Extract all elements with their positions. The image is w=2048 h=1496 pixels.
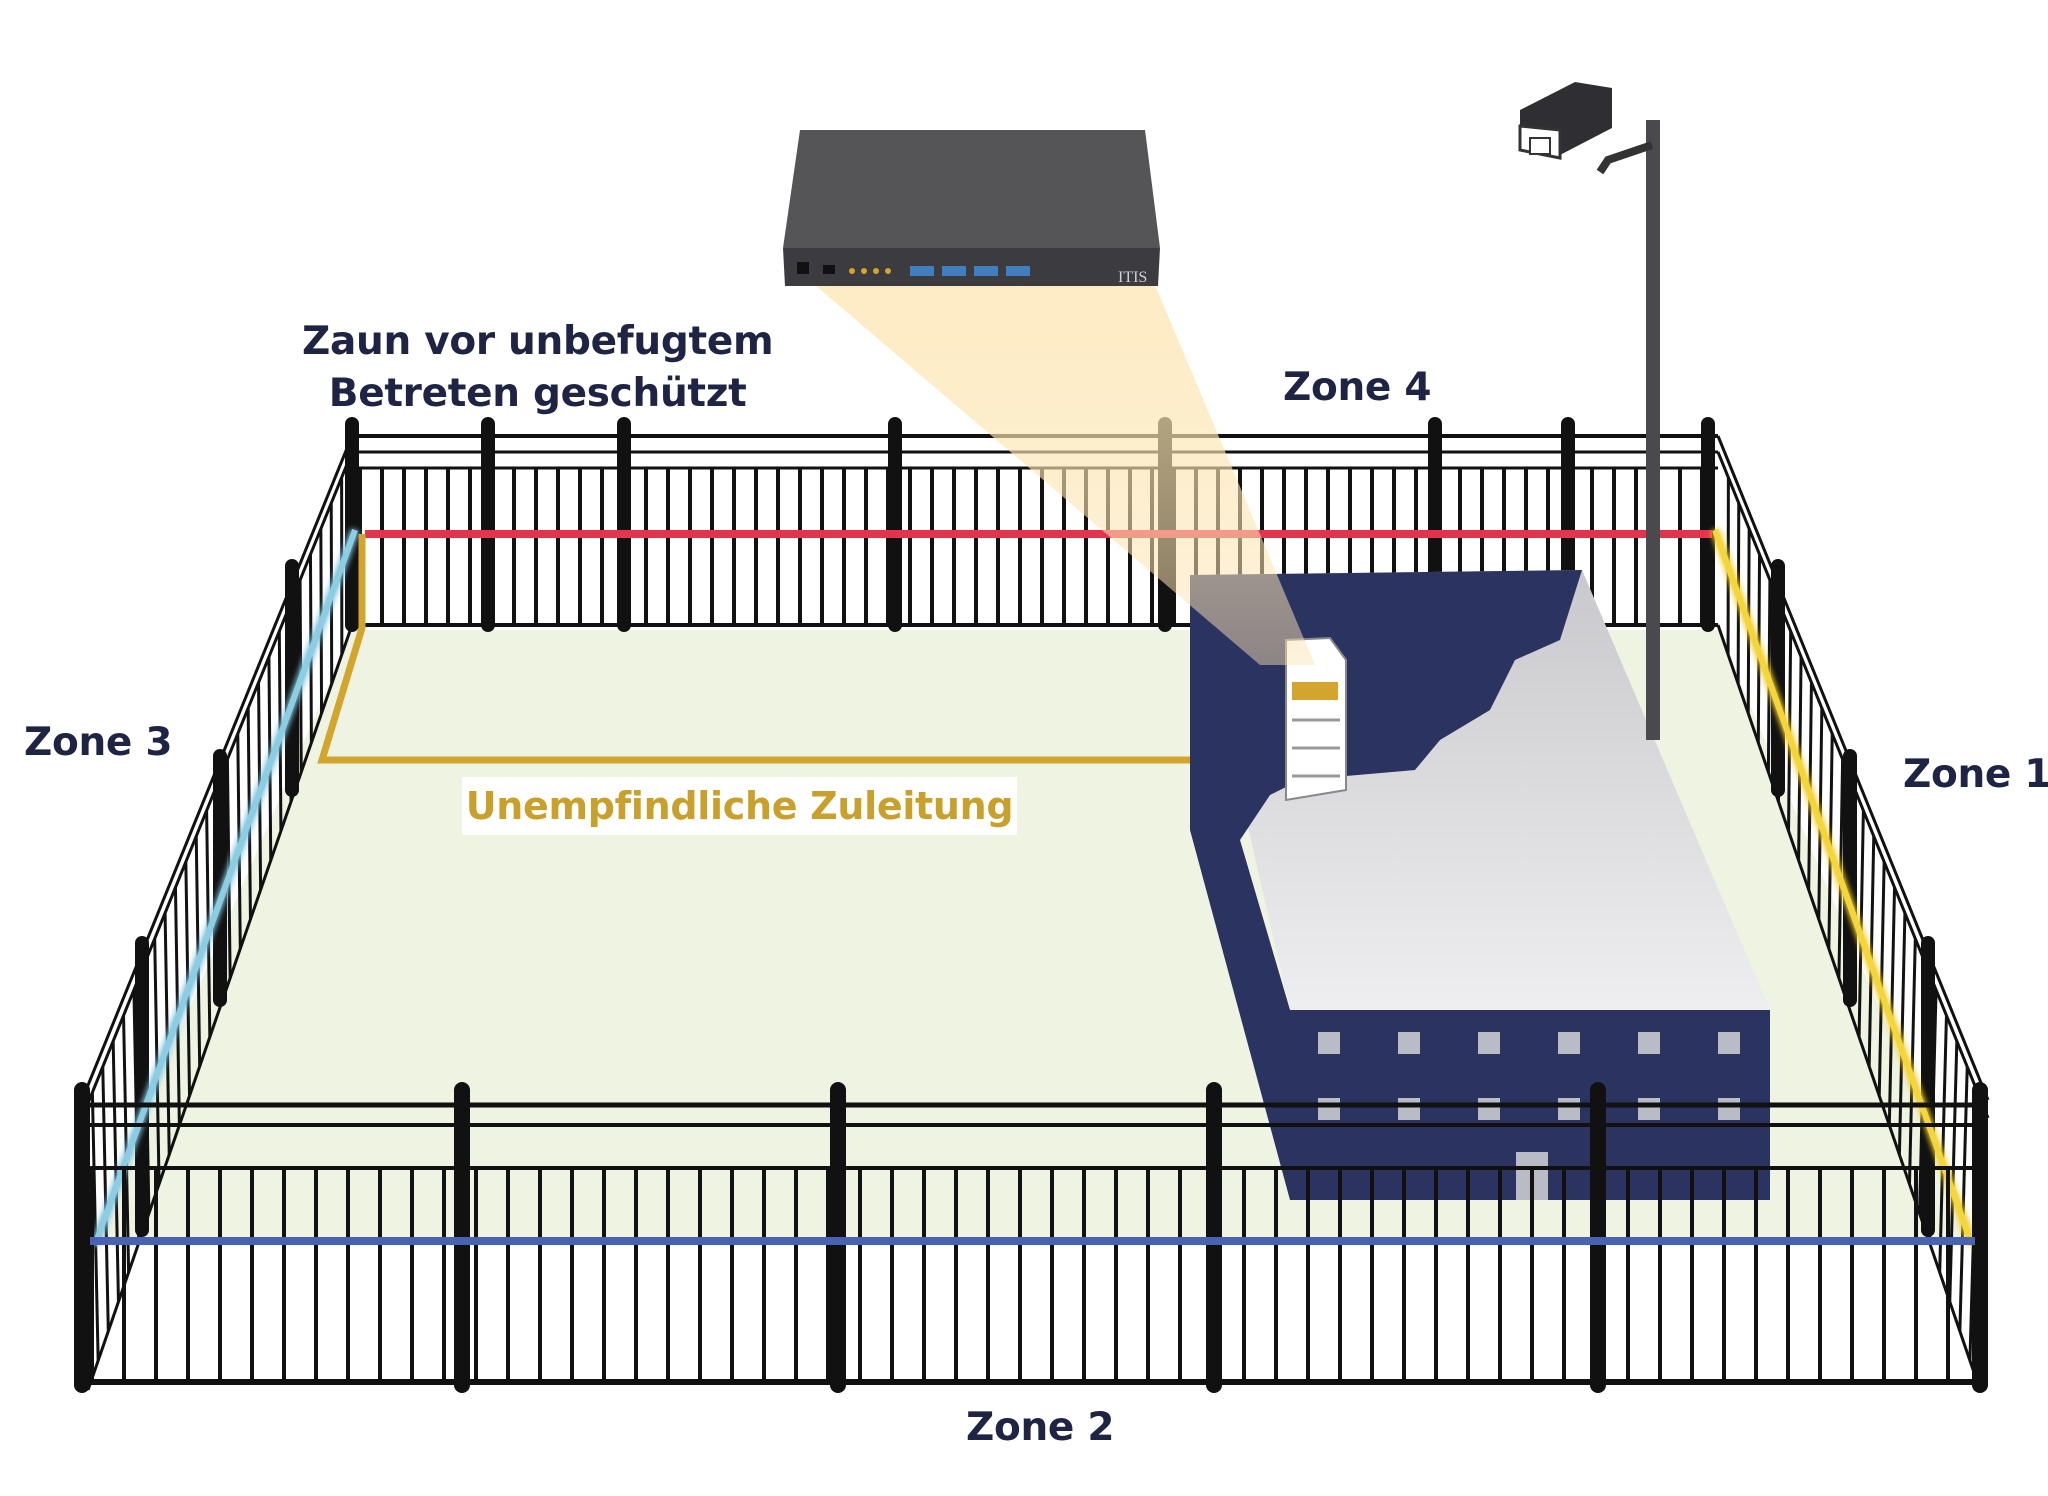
fence-bar [1867,836,1876,1067]
fence-bar [111,1041,120,1302]
fence-bar [1897,913,1907,1155]
fence-bar [1887,887,1897,1126]
fence-label-line1: Zaun vor unbefugtem [302,319,774,364]
fence-bar [1877,861,1886,1096]
device-logo: ITIS [1118,269,1147,286]
fence-bar [101,1066,110,1332]
signal-beam [815,285,1315,665]
fence-bar [1958,1066,1969,1332]
fence-bar [90,1092,100,1361]
insensitive-feed-label: Unempfindliche Zuleitung [462,777,1017,835]
fence-protection-label: Zaun vor unbefugtem Betreten geschützt [302,316,774,420]
zone4-label: Zone 4 [1283,365,1432,410]
server-cabinet-icon [1285,636,1347,802]
zone3-label: Zone 3 [24,720,173,765]
fence-bar [153,938,161,1185]
fence-bar [122,1015,131,1273]
fence-label-line2: Betreten geschützt [328,371,747,416]
rack-device-icon: ITIS [783,130,1160,286]
fence-front [74,1082,1988,1393]
fence-bar [1938,1015,1948,1273]
fence-bar [1948,1041,1959,1302]
fence-bar [1907,938,1917,1185]
zone1-label: Zone 1 [1903,752,2048,797]
insensitive-feed-line [317,534,1200,764]
zone2-label: Zone 2 [966,1405,1115,1450]
security-camera-icon [1518,82,1660,740]
